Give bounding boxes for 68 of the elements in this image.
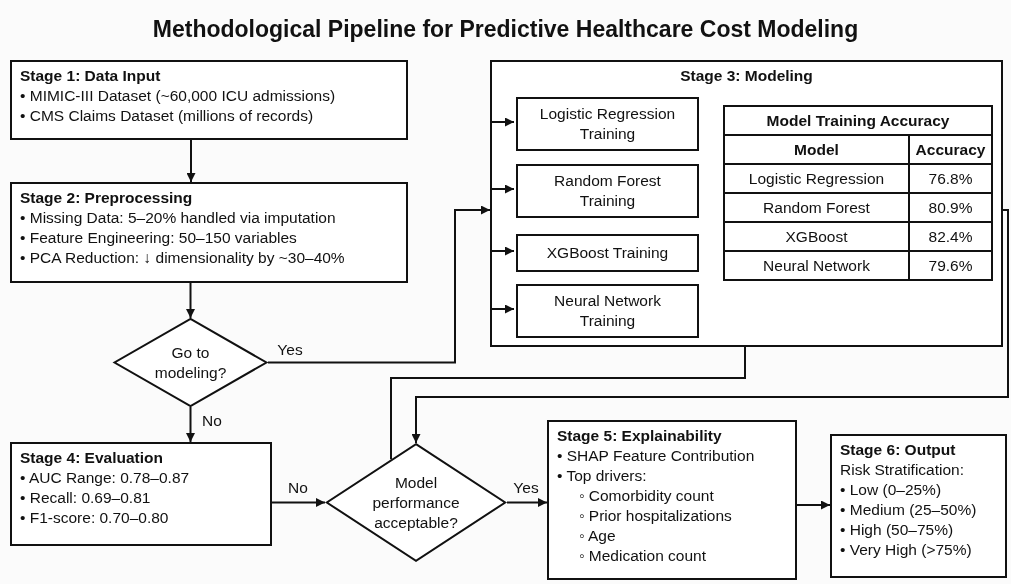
process-box <box>516 97 699 151</box>
arrow <box>267 205 491 364</box>
bullet-item: Risk Stratification: <box>840 460 965 480</box>
arrow <box>411 209 1009 444</box>
bullet-item: • Missing Data: 5–20% handled via imputation <box>20 208 336 228</box>
column-header: Model <box>724 135 909 164</box>
bullet-item: • Medium (25–50%) <box>840 500 977 520</box>
stage-heading: Stage 6: Output <box>840 440 956 460</box>
arrow <box>796 500 831 510</box>
stage-heading: Stage 3: Modeling <box>679 66 814 86</box>
column-header: Accuracy <box>909 135 992 164</box>
stage-heading: Stage 4: Evaluation <box>20 448 163 468</box>
bullet-item: • F1-score: 0.70–0.80 <box>20 508 169 528</box>
table-cell: 82.4% <box>909 222 992 251</box>
arrow <box>489 184 515 194</box>
process-text: Random Forest Training <box>553 171 662 211</box>
process-box <box>516 284 699 338</box>
bullet-item: • AUC Range: 0.78–0.87 <box>20 468 190 488</box>
arrow <box>506 498 548 507</box>
bullet-item: • Recall: 0.69–0.81 <box>20 488 151 508</box>
bullet-item: ◦ Prior hospitalizations <box>578 506 732 526</box>
arrow <box>186 282 195 319</box>
table-cell: Random Forest <box>724 193 909 222</box>
bullet-item: • High (50–75%) <box>840 520 954 540</box>
bullet-item: • Very High (>75%) <box>840 540 972 560</box>
arrow <box>186 139 196 183</box>
table-cell: 76.8% <box>909 164 992 193</box>
process-text: Logistic Regression Training <box>538 104 677 144</box>
bullet-item: • Top drivers: <box>557 466 647 486</box>
stage-box <box>10 442 272 546</box>
process-text: XGBoost Training <box>546 243 669 263</box>
stage-box <box>830 434 1007 578</box>
arrow <box>489 117 515 127</box>
table-cell: 80.9% <box>909 193 992 222</box>
stage-panel <box>490 60 1003 347</box>
stage-heading: Stage 2: Preprocessing <box>20 188 193 208</box>
decision-text: Model performance acceptable? <box>371 472 461 533</box>
stage-heading: Stage 1: Data Input <box>20 66 161 86</box>
bullet-item: ◦ Medication count <box>578 546 706 566</box>
stage-box <box>10 60 408 140</box>
decision-diamond <box>113 318 268 407</box>
bullet-item: ◦ Age <box>578 526 616 546</box>
arrow <box>489 246 515 256</box>
process-text: Neural Network Training <box>553 291 662 331</box>
table-cell: 79.6% <box>909 251 992 280</box>
bullet-item: ◦ Comorbidity count <box>578 486 714 506</box>
connector-line <box>390 346 746 461</box>
stage-heading: Stage 5: Explainability <box>557 426 722 446</box>
bullet-item: • CMS Claims Dataset (millions of records) <box>20 106 314 126</box>
decision-diamond <box>325 443 507 562</box>
table-cell: XGBoost <box>724 222 909 251</box>
process-box <box>516 234 699 272</box>
bullet-item: • Low (0–25%) <box>840 480 942 500</box>
bullet-item: • SHAP Feature Contribution <box>557 446 755 466</box>
table-cell: Neural Network <box>724 251 909 280</box>
table-title: Model Training Accuracy <box>724 106 992 135</box>
table-cell: Logistic Regression <box>724 164 909 193</box>
arrow <box>271 498 326 507</box>
stage-box <box>547 420 797 580</box>
bullet-item: • MIMIC-III Dataset (~60,000 ICU admissions) <box>20 86 336 106</box>
arrow <box>186 406 195 443</box>
bullet-item: • PCA Reduction: ↓ dimensionality by ~30–40% <box>20 248 345 268</box>
arrow <box>489 304 515 314</box>
process-box <box>516 164 699 218</box>
decision-text: Go to modeling? <box>153 342 228 383</box>
diagram-title: Methodological Pipeline for Predictive Healthcare Cost Modeling <box>151 16 860 43</box>
bullet-item: • Feature Engineering: 50–150 variables <box>20 228 297 248</box>
stage-box <box>10 182 408 283</box>
